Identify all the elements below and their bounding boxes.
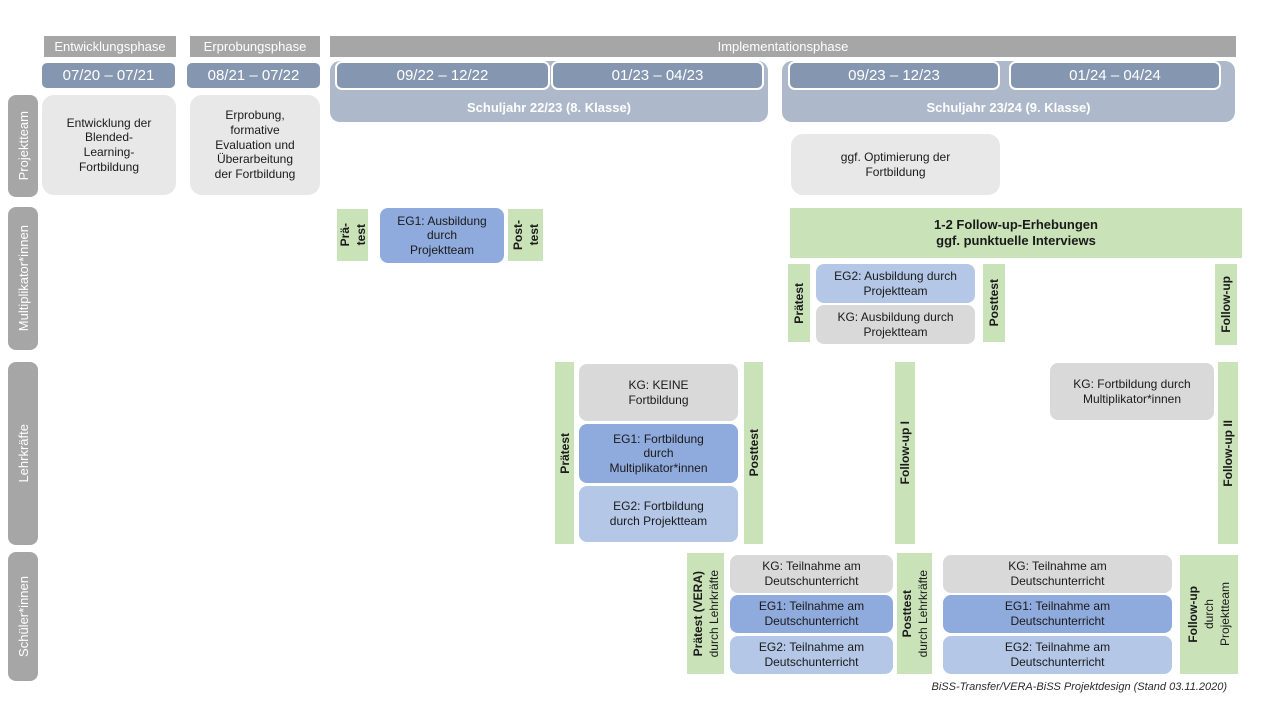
followup-schueler-sub2: Projektteam — [1218, 582, 1232, 647]
test-label-posttest-schueler: Posttest durch Lehrkräfte — [897, 553, 932, 674]
schoolyear-2324-label: Schuljahr 23/24 (9. Klasse) — [926, 99, 1091, 115]
praetest-lehrkraefte-text: Prätest — [557, 432, 572, 474]
activity-kg-keine-fortbildung: KG: KEINE Fortbildung — [579, 364, 738, 421]
date-range-0923-1223: 09/23 – 12/23 — [788, 61, 1000, 90]
date-range-0821-0722: 08/21 – 07/22 — [185, 61, 322, 90]
activity-eg2-teilnahme-deutschunterricht-2: EG2: Teilnahme am Deutschunterricht — [943, 636, 1172, 674]
activity-eg2-ausbildung-projektteam: EG2: Ausbildung durch Projektteam — [816, 264, 975, 303]
schoolyear-2223-label: Schuljahr 22/23 (8. Klasse) — [466, 99, 632, 115]
praetest2-text: Prätest — [792, 282, 806, 324]
followup-schueler-text: Follow-up — [1186, 586, 1200, 643]
test-label-praetest-lehrkraefte: Prätest — [555, 362, 574, 544]
activity-eg1-ausbildung-projektteam: EG1: Ausbildung durch Projektteam — [380, 208, 504, 263]
praetest-line2: test — [353, 224, 368, 246]
followup-text: Follow-up — [1219, 276, 1233, 333]
schoolyear-2324-container: 09/23 – 12/23 01/24 – 04/24 Schuljahr 23… — [782, 61, 1235, 122]
activity-kg-teilnahme-deutschunterricht-2: KG: Teilnahme am Deutschunterricht — [943, 555, 1172, 593]
activity-kg-ausbildung-projektteam: KG: Ausbildung durch Projektteam — [816, 305, 975, 344]
posttest-line1: Post- — [510, 220, 525, 250]
posttest-schueler-sub: durch Lehrkräfte — [915, 569, 930, 658]
followup-schueler-sub1: durch — [1202, 599, 1216, 630]
activity-optimierung-fortbildung: ggf. Optimierung der Fortbildung — [791, 134, 1000, 195]
date-range-0922-1222: 09/22 – 12/22 — [335, 61, 550, 90]
row-label-schuelerinnen-text: Schüler*innen — [15, 576, 31, 657]
followup1-text: Follow-up I — [898, 421, 912, 485]
row-label-schuelerinnen: Schüler*innen — [8, 552, 38, 681]
praetest-vera-sub: durch Lehrkräfte — [706, 569, 721, 658]
activity-eg2-teilnahme-deutschunterricht-1: EG2: Teilnahme am Deutschunterricht — [730, 636, 893, 674]
activity-entwicklung-fortbildung: Entwicklung der Blended- Learning- Fortb… — [42, 95, 176, 195]
row-label-lehrkraefte: Lehrkräfte — [8, 362, 38, 545]
activity-erprobung-evaluation: Erprobung, formative Evaluation und Über… — [190, 95, 320, 195]
phase-header-implementationsphase: Implementationsphase — [330, 36, 1236, 57]
activity-eg1-teilnahme-deutschunterricht-2: EG1: Teilnahme am Deutschunterricht — [943, 595, 1172, 633]
test-label-followup-multiplikatoren: Follow-up — [1215, 264, 1237, 345]
activity-eg1-teilnahme-deutschunterricht-1: EG1: Teilnahme am Deutschunterricht — [730, 595, 893, 633]
praetest-vera-text: Prätest (VERA) — [690, 570, 705, 657]
activity-eg1-fortbildung-multiplikatoren: EG1: Fortbildung durch Multiplikator*inn… — [579, 424, 738, 483]
test-label-followup-schueler: Follow-up durch Projektteam — [1180, 555, 1238, 674]
activity-eg2-fortbildung-projektteam: EG2: Fortbildung durch Projektteam — [579, 486, 738, 542]
posttest2-text: Posttest — [987, 279, 1001, 327]
row-label-projektteam-text: Projektteam — [15, 111, 31, 181]
phase-header-entwicklungsphase: Entwicklungsphase — [44, 36, 176, 57]
test-label-posttest2-multiplikatoren: Posttest — [983, 264, 1005, 342]
row-label-lehrkraefte-text: Lehrkräfte — [15, 424, 31, 483]
phase-header-erprobungsphase: Erprobungsphase — [190, 36, 320, 57]
date-range-0720-0721: 07/20 – 07/21 — [40, 61, 177, 90]
test-label-praetest-multiplikatoren: Prä- test — [337, 209, 368, 261]
banner-followup-erhebungen: 1-2 Follow-up-Erhebungen ggf. punktuelle… — [790, 208, 1242, 258]
test-label-praetest-vera-schueler: Prätest (VERA) durch Lehrkräfte — [687, 553, 724, 674]
activity-kg-fortbildung-multiplikatoren: KG: Fortbildung durch Multiplikator*inne… — [1050, 363, 1214, 420]
test-label-followup2-lehrkraefte: Follow-up II — [1218, 362, 1238, 544]
test-label-posttest-lehrkraefte: Posttest — [744, 362, 763, 544]
posttest-schueler-text: Posttest — [899, 589, 914, 638]
date-range-0124-0424: 01/24 – 04/24 — [1009, 61, 1221, 90]
row-label-projektteam: Projektteam — [8, 95, 38, 197]
schoolyear-2223-container: 09/22 – 12/22 01/23 – 04/23 Schuljahr 22… — [330, 61, 768, 122]
posttest-lehrkraefte-text: Posttest — [746, 429, 761, 477]
activity-kg-teilnahme-deutschunterricht-1: KG: Teilnahme am Deutschunterricht — [730, 555, 893, 593]
row-label-multiplikatorinnen: Multiplikator*innen — [8, 207, 38, 350]
test-label-posttest-multiplikatoren: Post- test — [508, 209, 543, 261]
date-range-0123-0423: 01/23 – 04/23 — [551, 61, 764, 90]
posttest-line2: test — [526, 224, 541, 246]
test-label-praetest2-multiplikatoren: Prätest — [788, 264, 810, 342]
row-label-multiplikatorinnen-text: Multiplikator*innen — [15, 225, 31, 332]
praetest-line1: Prä- — [337, 223, 352, 247]
slide-caption: BiSS-Transfer/VERA-BiSS Projektdesign (S… — [931, 681, 1227, 693]
followup2-text: Follow-up II — [1221, 419, 1235, 487]
test-label-followup1-lehrkraefte: Follow-up I — [895, 362, 915, 544]
